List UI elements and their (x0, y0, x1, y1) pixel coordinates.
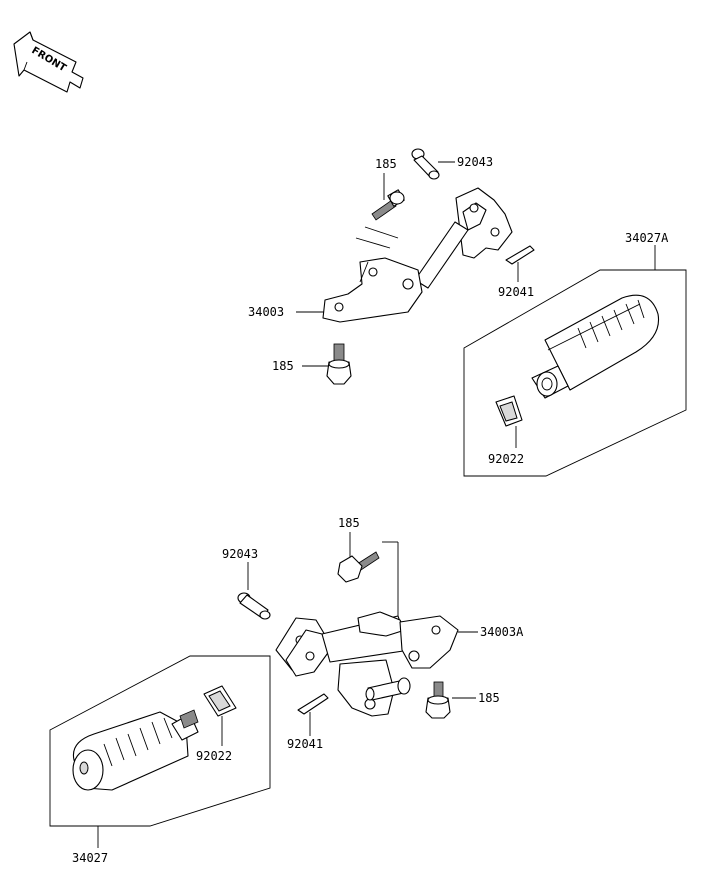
lower-spring-part (203, 685, 237, 746)
upper-cotter-label: 92041 (498, 285, 534, 299)
upper-bolt-bottom-part (302, 343, 352, 385)
upper-footpeg-part (531, 294, 660, 399)
upper-bolt-bottom-label: 185 (272, 359, 294, 373)
front-arrow-icon: FRONT (13, 31, 84, 93)
lower-footpeg-part (72, 709, 199, 791)
lower-bolt-right-label: 185 (478, 691, 500, 705)
upper-spring-part (495, 395, 523, 448)
upper-bolt-top-label: 185 (375, 157, 397, 171)
lower-footpeg-assy-outline (49, 655, 271, 848)
lower-bolt-top-label: 185 (338, 516, 360, 530)
lower-bolt-top-part (337, 532, 399, 620)
lower-cotter-label: 92041 (287, 737, 323, 751)
upper-footpeg-assy-label: 34027A (625, 231, 669, 245)
upper-bolt-top-part: 185 (371, 157, 405, 221)
lower-footpeg-assy-label: 34027 (72, 851, 108, 865)
lower-pin-part (237, 562, 271, 620)
upper-cotter-part (505, 245, 535, 282)
lower-bolt-right-part (425, 681, 476, 719)
upper-spring-label: 92022 (488, 452, 524, 466)
lower-cotter-part (297, 693, 329, 736)
lower-spring-label: 92022 (196, 749, 232, 763)
lower-pin-label: 92043 (222, 547, 258, 561)
upper-pin-label: 92043 (457, 155, 493, 169)
lower-bracket-part (275, 611, 478, 717)
upper-bracket-label: 34003 (248, 305, 284, 319)
lower-bracket-label: 34003A (480, 625, 524, 639)
upper-pin-part (411, 148, 455, 180)
upper-bracket-part (296, 187, 513, 323)
upper-footpeg-assy-outline (463, 245, 687, 477)
